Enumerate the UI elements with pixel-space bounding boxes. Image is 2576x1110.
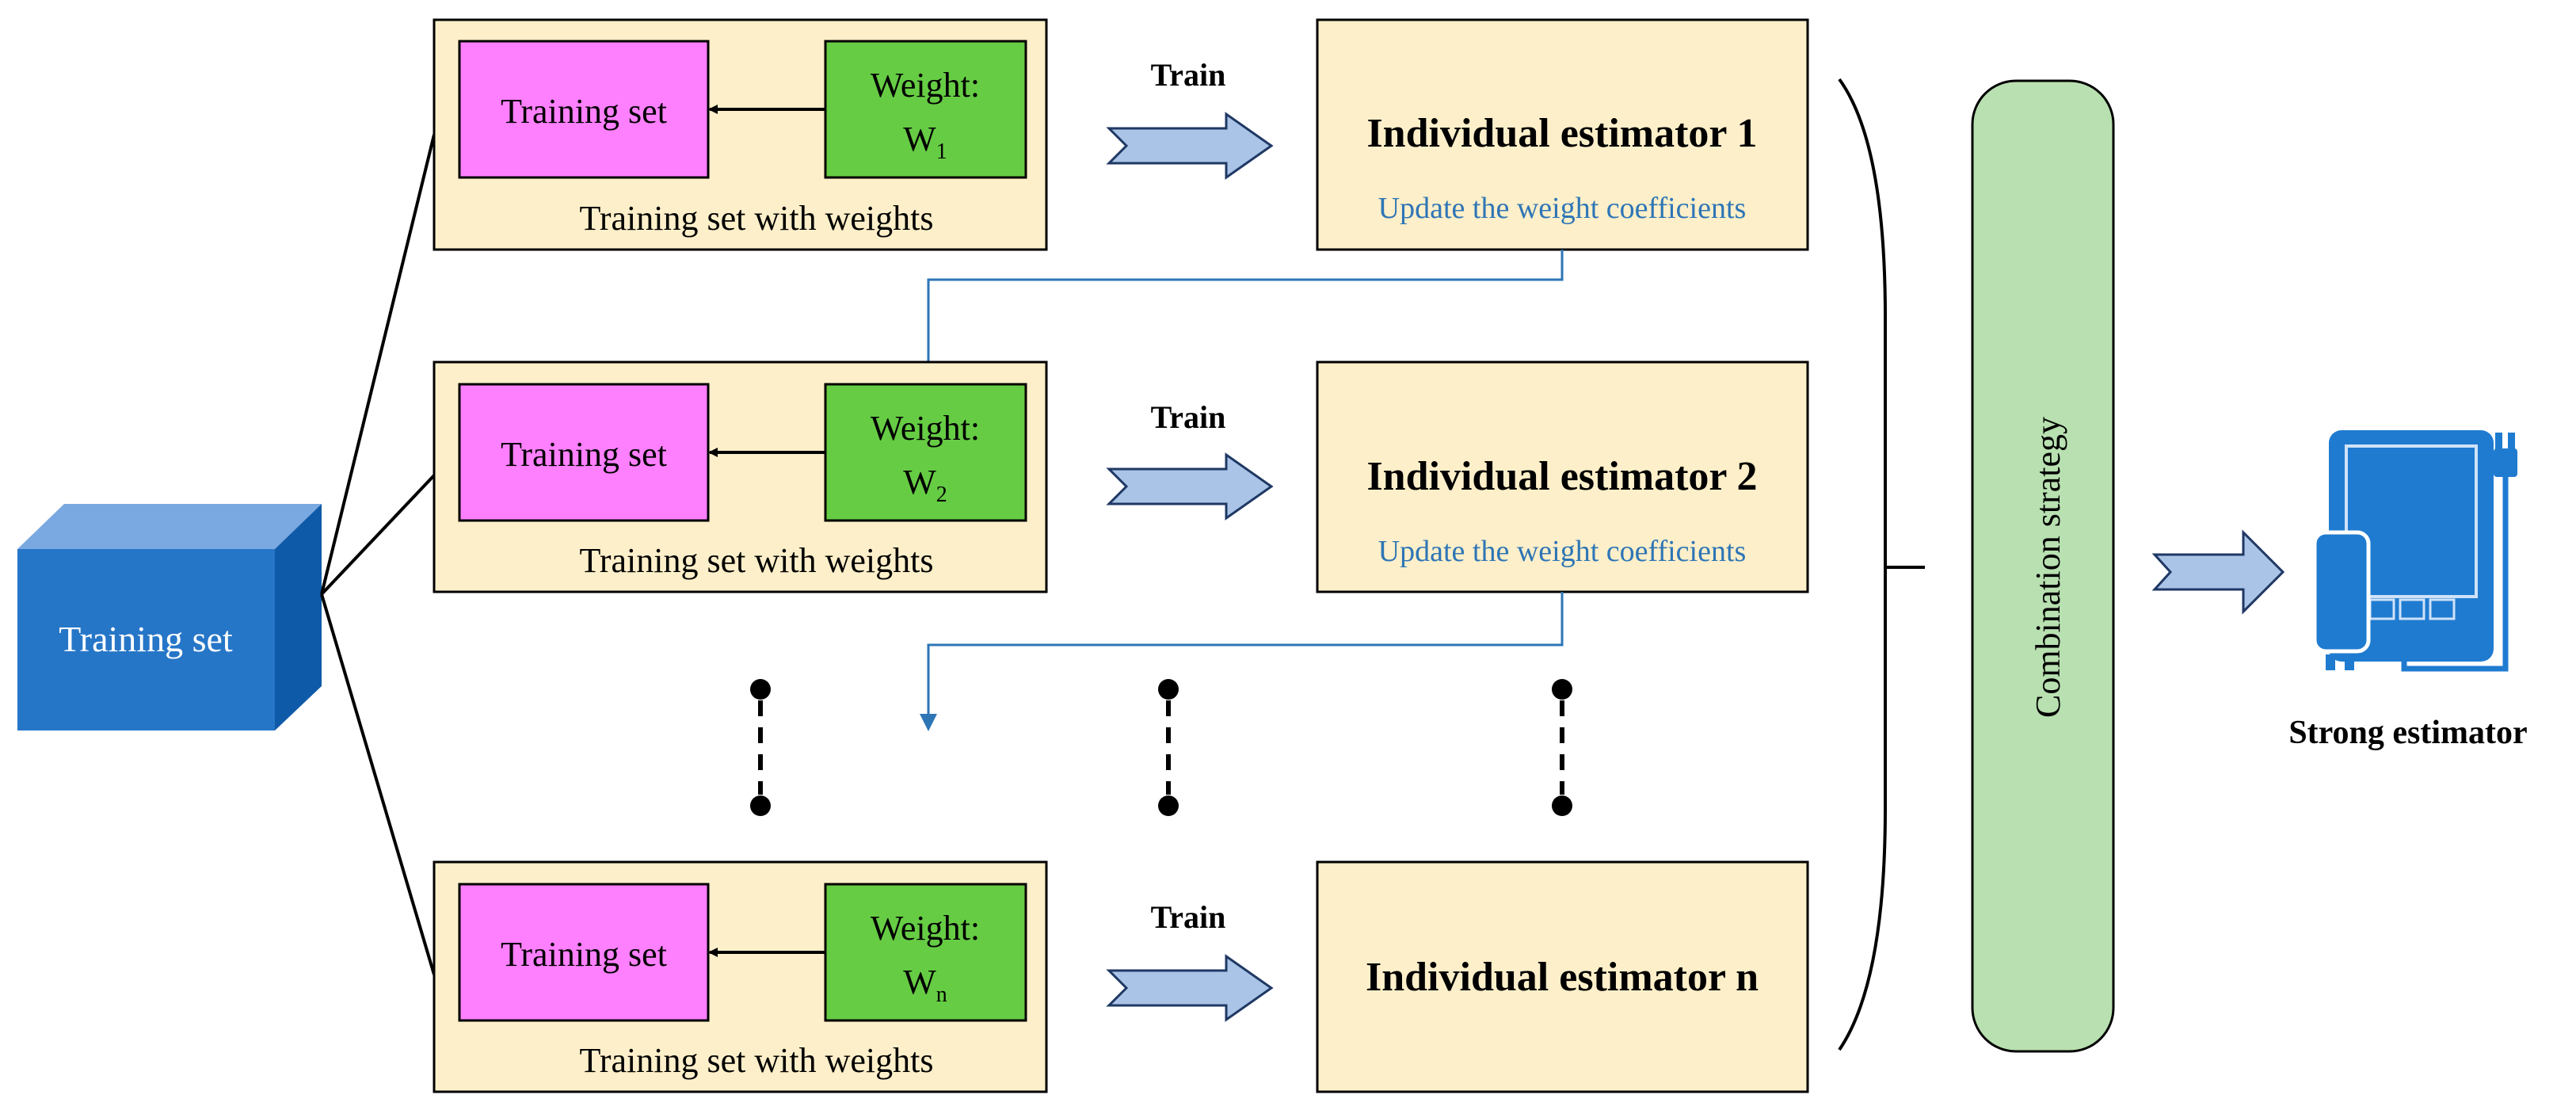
weight-box <box>824 883 1027 1022</box>
cube-side-face <box>275 504 322 730</box>
ellipsis-connectors <box>750 679 1572 816</box>
weight-symbol-letter: W <box>903 120 936 158</box>
fan-line-row-2 <box>320 474 436 596</box>
update-weights-label: Update the weight coefficients <box>1378 192 1747 225</box>
strong-estimator-label: Strong estimator <box>2288 715 2527 751</box>
combine-bracket <box>1838 78 1887 1051</box>
weight-symbol: W1 <box>903 120 947 164</box>
train-arrow <box>1106 112 1274 180</box>
device-port-2 <box>2399 598 2425 620</box>
strong-estimator-icon: Strong estimator <box>2288 430 2528 751</box>
weight-symbol-letter: W <box>903 463 936 502</box>
train-label: Train <box>1151 399 1226 435</box>
device-port-3 <box>2429 598 2456 620</box>
row-1: Training set Weight: W1 Training set wit… <box>433 18 1809 251</box>
combination-label: Combination strategy <box>2029 417 2067 718</box>
device-screen <box>2345 444 2478 598</box>
usb-stick <box>2312 530 2371 654</box>
weight-symbol: W2 <box>903 463 947 507</box>
train-label: Train <box>1151 899 1226 935</box>
usb-plug-right <box>2345 654 2354 670</box>
weight-box <box>824 383 1027 522</box>
cable-connector <box>2494 448 2517 477</box>
cable-plug-left <box>2495 433 2502 450</box>
estimator-box <box>1316 860 1809 1093</box>
weight-label: Weight: <box>871 66 980 105</box>
weight-label: Weight: <box>871 909 980 948</box>
panel-caption: Training set with weights <box>580 1041 934 1080</box>
train-label: Train <box>1151 57 1226 93</box>
fan-line-row-1 <box>320 134 436 595</box>
combination-bar <box>1971 79 2115 1053</box>
panel-caption: Training set with weights <box>580 541 934 580</box>
source-label: Training set <box>59 619 233 659</box>
device-cable <box>2401 474 2509 672</box>
estimator-label: Individual estimator n <box>1366 955 1759 1000</box>
update-weights-label: Update the weight coefficients <box>1378 535 1747 568</box>
source-training-set-cube: Training set <box>17 504 322 730</box>
usb-plug-left <box>2326 654 2335 670</box>
weight-subscript: 1 <box>936 139 947 164</box>
cube-front-face <box>17 549 275 730</box>
training-set-label: Training set <box>501 92 667 131</box>
cube-top-face <box>17 504 322 549</box>
weight-label: Weight: <box>871 409 980 448</box>
output-arrow <box>2151 529 2285 615</box>
train-arrow <box>1106 954 1274 1022</box>
row-n: Training set Weight: Wn Training set wit… <box>433 860 1809 1093</box>
training-set-label: Training set <box>501 935 667 974</box>
weight-subscript: 2 <box>936 483 947 507</box>
estimator-label: Individual estimator 1 <box>1366 111 1757 156</box>
ellipsis-middle <box>1158 679 1179 816</box>
train-arrow <box>1106 452 1274 521</box>
row-2: Training set Weight: W2 Training set wit… <box>433 360 1809 593</box>
weight-subscript: n <box>936 982 947 1007</box>
weight-box <box>824 40 1027 179</box>
fan-out-lines <box>320 134 436 975</box>
update-connector-1 <box>920 250 1564 380</box>
combination-strategy-box: Combination strategy <box>1971 79 2115 1053</box>
estimator-label: Individual estimator 2 <box>1366 454 1757 499</box>
panel-caption: Training set with weights <box>580 199 934 238</box>
fan-line-row-n <box>320 593 436 975</box>
training-set-box <box>458 383 710 522</box>
ellipsis-left <box>750 679 771 816</box>
ellipsis-right <box>1552 679 1572 816</box>
update-connector-2 <box>920 592 1564 731</box>
estimator-box <box>1316 18 1809 251</box>
training-set-box <box>458 883 710 1022</box>
training-set-label: Training set <box>501 435 667 474</box>
weight-symbol-letter: W <box>903 963 936 1001</box>
weight-symbol: Wn <box>903 963 947 1007</box>
cable-plug-right <box>2508 433 2515 450</box>
